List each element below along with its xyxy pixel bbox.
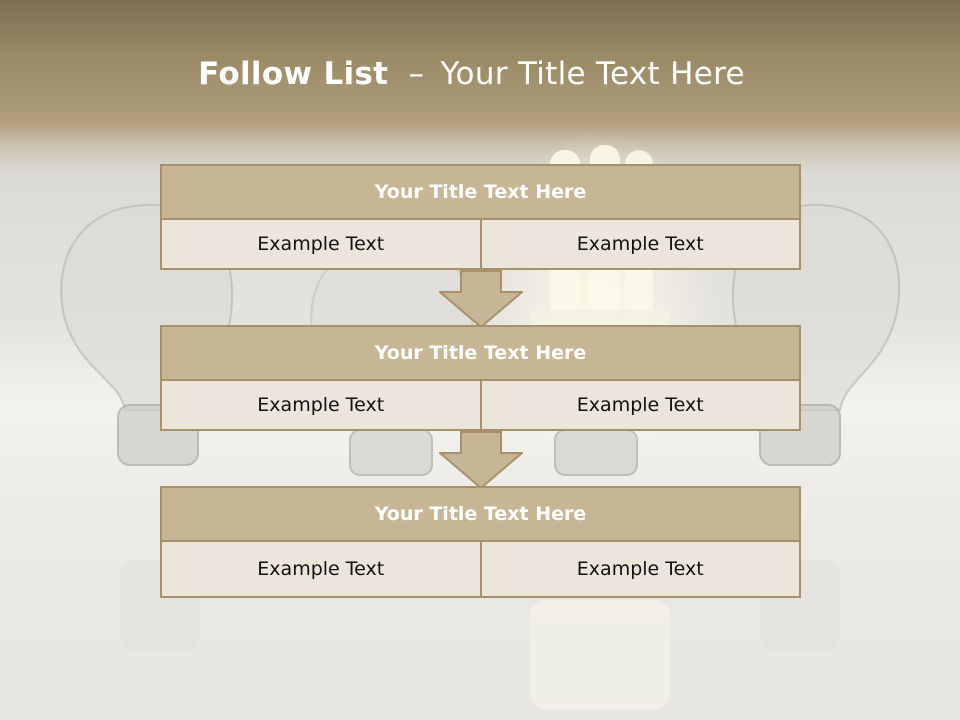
slide-title: Follow List – Your Title Text Here xyxy=(0,56,943,92)
bulb-socket-icon xyxy=(349,429,433,476)
block-header: Your Title Text Here xyxy=(160,486,801,542)
list-block-3: Your Title Text Here Example Text Exampl… xyxy=(160,486,801,598)
block-row: Example Text Example Text xyxy=(160,220,801,270)
bulb-socket-icon xyxy=(554,429,638,476)
list-block-1: Your Title Text Here Example Text Exampl… xyxy=(160,164,801,270)
title-rest: Your Title Text Here xyxy=(440,56,745,92)
down-arrow-icon xyxy=(439,431,523,489)
block-cell-right: Example Text xyxy=(481,381,801,431)
block-row: Example Text Example Text xyxy=(160,542,801,598)
block-row: Example Text Example Text xyxy=(160,381,801,431)
block-cell-left: Example Text xyxy=(160,542,482,598)
block-cell-right: Example Text xyxy=(481,220,801,270)
title-bold: Follow List xyxy=(198,56,389,92)
block-header: Your Title Text Here xyxy=(160,164,801,220)
title-separator: – xyxy=(408,56,425,92)
bulb-reflection xyxy=(530,600,670,710)
block-cell-left: Example Text xyxy=(160,220,482,270)
block-cell-left: Example Text xyxy=(160,381,482,431)
down-arrow-icon xyxy=(439,270,523,328)
block-header: Your Title Text Here xyxy=(160,325,801,381)
block-cell-right: Example Text xyxy=(481,542,801,598)
list-block-2: Your Title Text Here Example Text Exampl… xyxy=(160,325,801,431)
